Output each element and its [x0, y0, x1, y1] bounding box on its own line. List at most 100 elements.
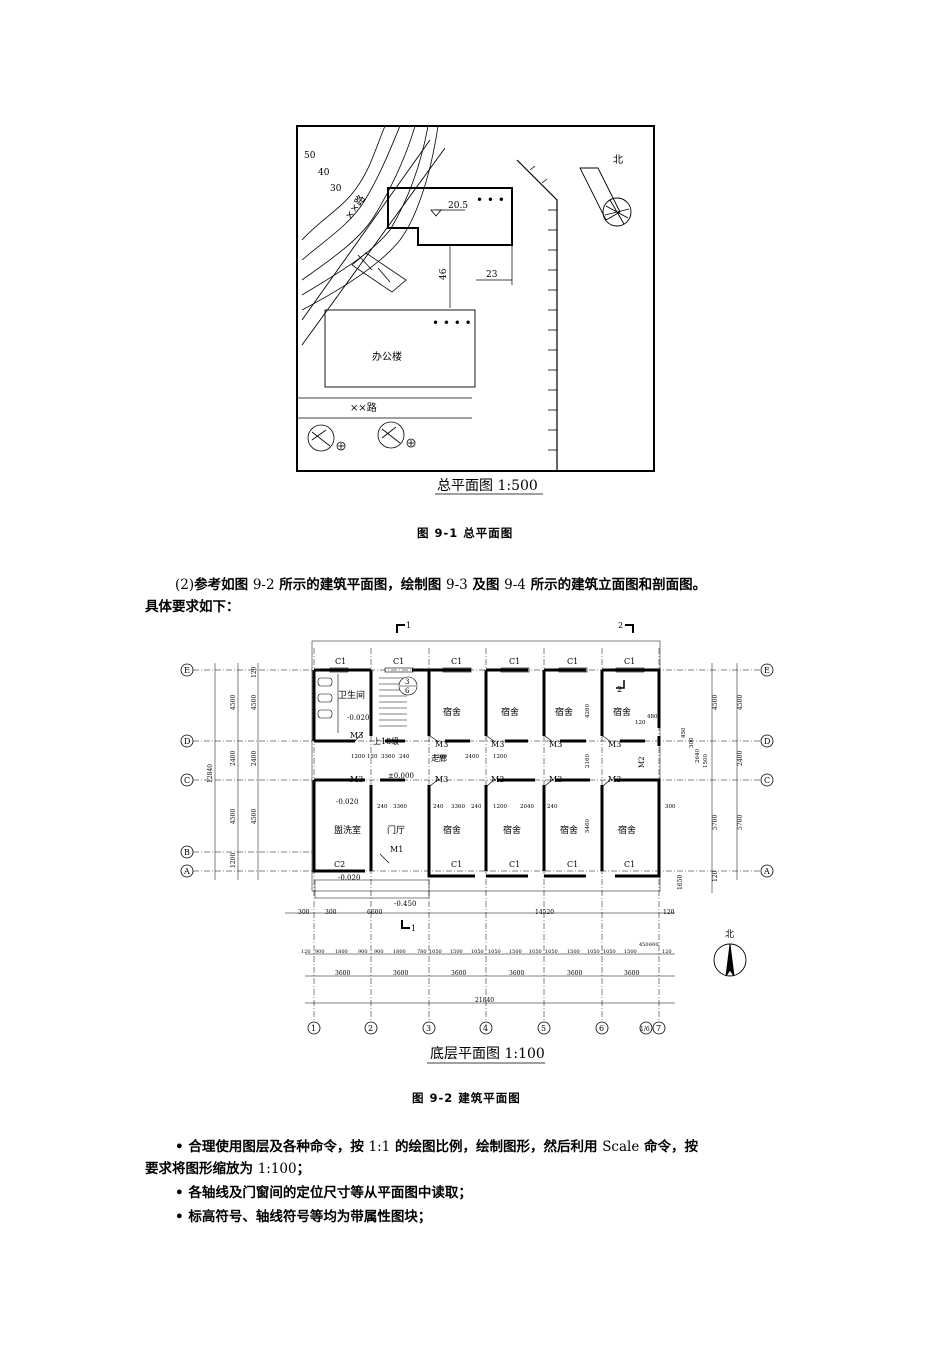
door-m3-2: M3: [435, 740, 448, 749]
dim-total: 21840: [475, 997, 494, 1004]
road-ticks: [529, 165, 557, 451]
site-plan-title: 总平面图 1:500: [437, 478, 538, 494]
elev-corridor: ±0.000: [388, 772, 414, 780]
svg-text:1050: 1050: [545, 949, 558, 955]
axis-4: 4: [483, 1024, 488, 1033]
dim-left-4500-c: 4500: [230, 809, 237, 824]
dim-right-4500-b: 4500: [737, 695, 744, 710]
dim-right-5700-b: 5700: [737, 815, 744, 830]
door-m3-1: M3: [350, 731, 363, 740]
door-m3-4: M3: [549, 740, 562, 749]
svg-text:120: 120: [301, 949, 311, 955]
room-dorm-6: 宿舍: [503, 824, 521, 836]
dim-left-4500-a: 4500: [230, 695, 237, 710]
dim-b3-1: 3600: [335, 970, 350, 977]
axis-D-left: D: [184, 737, 190, 746]
svg-text:1050: 1050: [587, 949, 600, 955]
door-swings: [354, 731, 612, 864]
inner-dim-5460: 5460: [585, 819, 591, 833]
svg-text:1500: 1500: [624, 949, 637, 955]
svg-text:1050: 1050: [429, 949, 442, 955]
room-hall: 门厅: [387, 824, 405, 836]
bullet-symbol: •: [175, 1209, 184, 1225]
elevation-marker: [430, 209, 442, 217]
svg-text:120: 120: [662, 949, 672, 955]
bullet-1-text-e: 命令，按: [639, 1139, 699, 1155]
dim-left-120: 120: [251, 666, 258, 678]
bullet-1: • 合理使用图层及各种命令，按 1:1 的绘图比例，绘制图形，然后利用 Scal…: [175, 1136, 815, 1158]
axis-6: 6: [599, 1024, 604, 1033]
room-corridor: 走廊: [431, 753, 447, 763]
axis-C-left: C: [184, 776, 190, 785]
office-dots: • • • •: [432, 316, 472, 330]
dim-b1-300a: 300: [298, 909, 310, 916]
dim-left-1200: 1200: [230, 853, 237, 868]
inner-dim-3360c: 3360: [451, 804, 465, 810]
svg-text:1500: 1500: [450, 949, 463, 955]
dim-b3-2: 3600: [393, 970, 408, 977]
inner-dim-1200b: 1200: [433, 754, 447, 760]
callout-numerator: 3: [405, 678, 409, 686]
contour-30: 30: [330, 184, 342, 194]
planned-building-hatch: [351, 252, 407, 293]
inner-dim-240: 240: [399, 754, 410, 760]
section-mark-2-top: 2: [618, 621, 623, 630]
intro-ref-1: 9-2: [252, 577, 275, 593]
elev-washroom: -0.020: [336, 798, 358, 806]
door-m3-5: M3: [608, 740, 621, 749]
intro-text-1: 参考如图: [194, 577, 253, 593]
intro-line-2: 具体要求如下：: [145, 599, 240, 615]
dim-left-2400-a: 2400: [230, 751, 237, 766]
svg-text:1050: 1050: [529, 949, 542, 955]
dim-right-1650: 1650: [677, 875, 684, 890]
dim-b3-5: 3600: [567, 970, 582, 977]
section-mark-2-inner: 2: [617, 685, 622, 694]
contour-40: 40: [318, 168, 330, 178]
elev-bathroom: -0.020: [347, 714, 369, 722]
axis-A-left: A: [183, 867, 190, 876]
section-mark-1-bottom: 1: [411, 924, 416, 933]
inner-dim-300: 300: [665, 804, 676, 810]
svg-text:780: 780: [417, 949, 427, 955]
north-arrow-icon: [579, 167, 632, 227]
window-c2: C2: [334, 860, 345, 869]
axis-1-6: 1/6: [640, 1026, 650, 1033]
svg-text:1800: 1800: [393, 949, 406, 955]
dim-b1-120: 120: [663, 909, 675, 916]
dim-b3-4: 3600: [509, 970, 524, 977]
axis-bubbles-left: [180, 663, 194, 878]
bullet-3: • 各轴线及门窗间的定位尺寸等从平面图中读取；: [175, 1182, 472, 1204]
bullet-2-scale: 1:100: [257, 1161, 297, 1177]
svg-text:900: 900: [358, 949, 368, 955]
elev-ground: -0.450: [394, 900, 416, 908]
intro-text-3: 及图: [467, 577, 505, 593]
window-c1-3: C1: [451, 657, 462, 666]
north-label-floor: 北: [725, 929, 734, 940]
inner-dim-4260: 4260: [585, 704, 591, 718]
door-m1: M1: [390, 845, 403, 854]
dim-23: 23: [486, 270, 498, 280]
axis-2: 2: [368, 1024, 373, 1033]
room-bathroom: 卫生间: [338, 689, 365, 701]
axis-E-right: E: [764, 666, 770, 675]
dim-right-4500-a: 4500: [712, 695, 719, 710]
room-washroom: 盥洗室: [334, 824, 361, 836]
bullet-4: • 标高符号、轴线符号等均为带属性图块；: [175, 1206, 431, 1228]
right-road: [516, 159, 558, 471]
axis-B-left: B: [184, 848, 190, 857]
svg-text:1500: 1500: [509, 949, 522, 955]
floor-plan-drawing: 1 2 E D C B A E D C A 1 2: [180, 621, 774, 1064]
window-c1-6: C1: [624, 657, 635, 666]
window-c1-9: C1: [567, 860, 578, 869]
axis-5: 5: [541, 1024, 546, 1033]
inner-dim-3360: 3360: [381, 754, 395, 760]
window-c1-10: C1: [624, 860, 635, 869]
axis-C-right: C: [764, 776, 770, 785]
bullet-2-text-c: ；: [296, 1161, 311, 1177]
vertical-axes: [313, 648, 660, 1020]
axis-1: 1: [311, 1024, 316, 1033]
north-arrow-icon: [713, 943, 747, 977]
callout-denominator: 6: [405, 687, 410, 695]
inner-dim-450: 450: [681, 727, 687, 738]
svg-text:1050: 1050: [488, 949, 501, 955]
